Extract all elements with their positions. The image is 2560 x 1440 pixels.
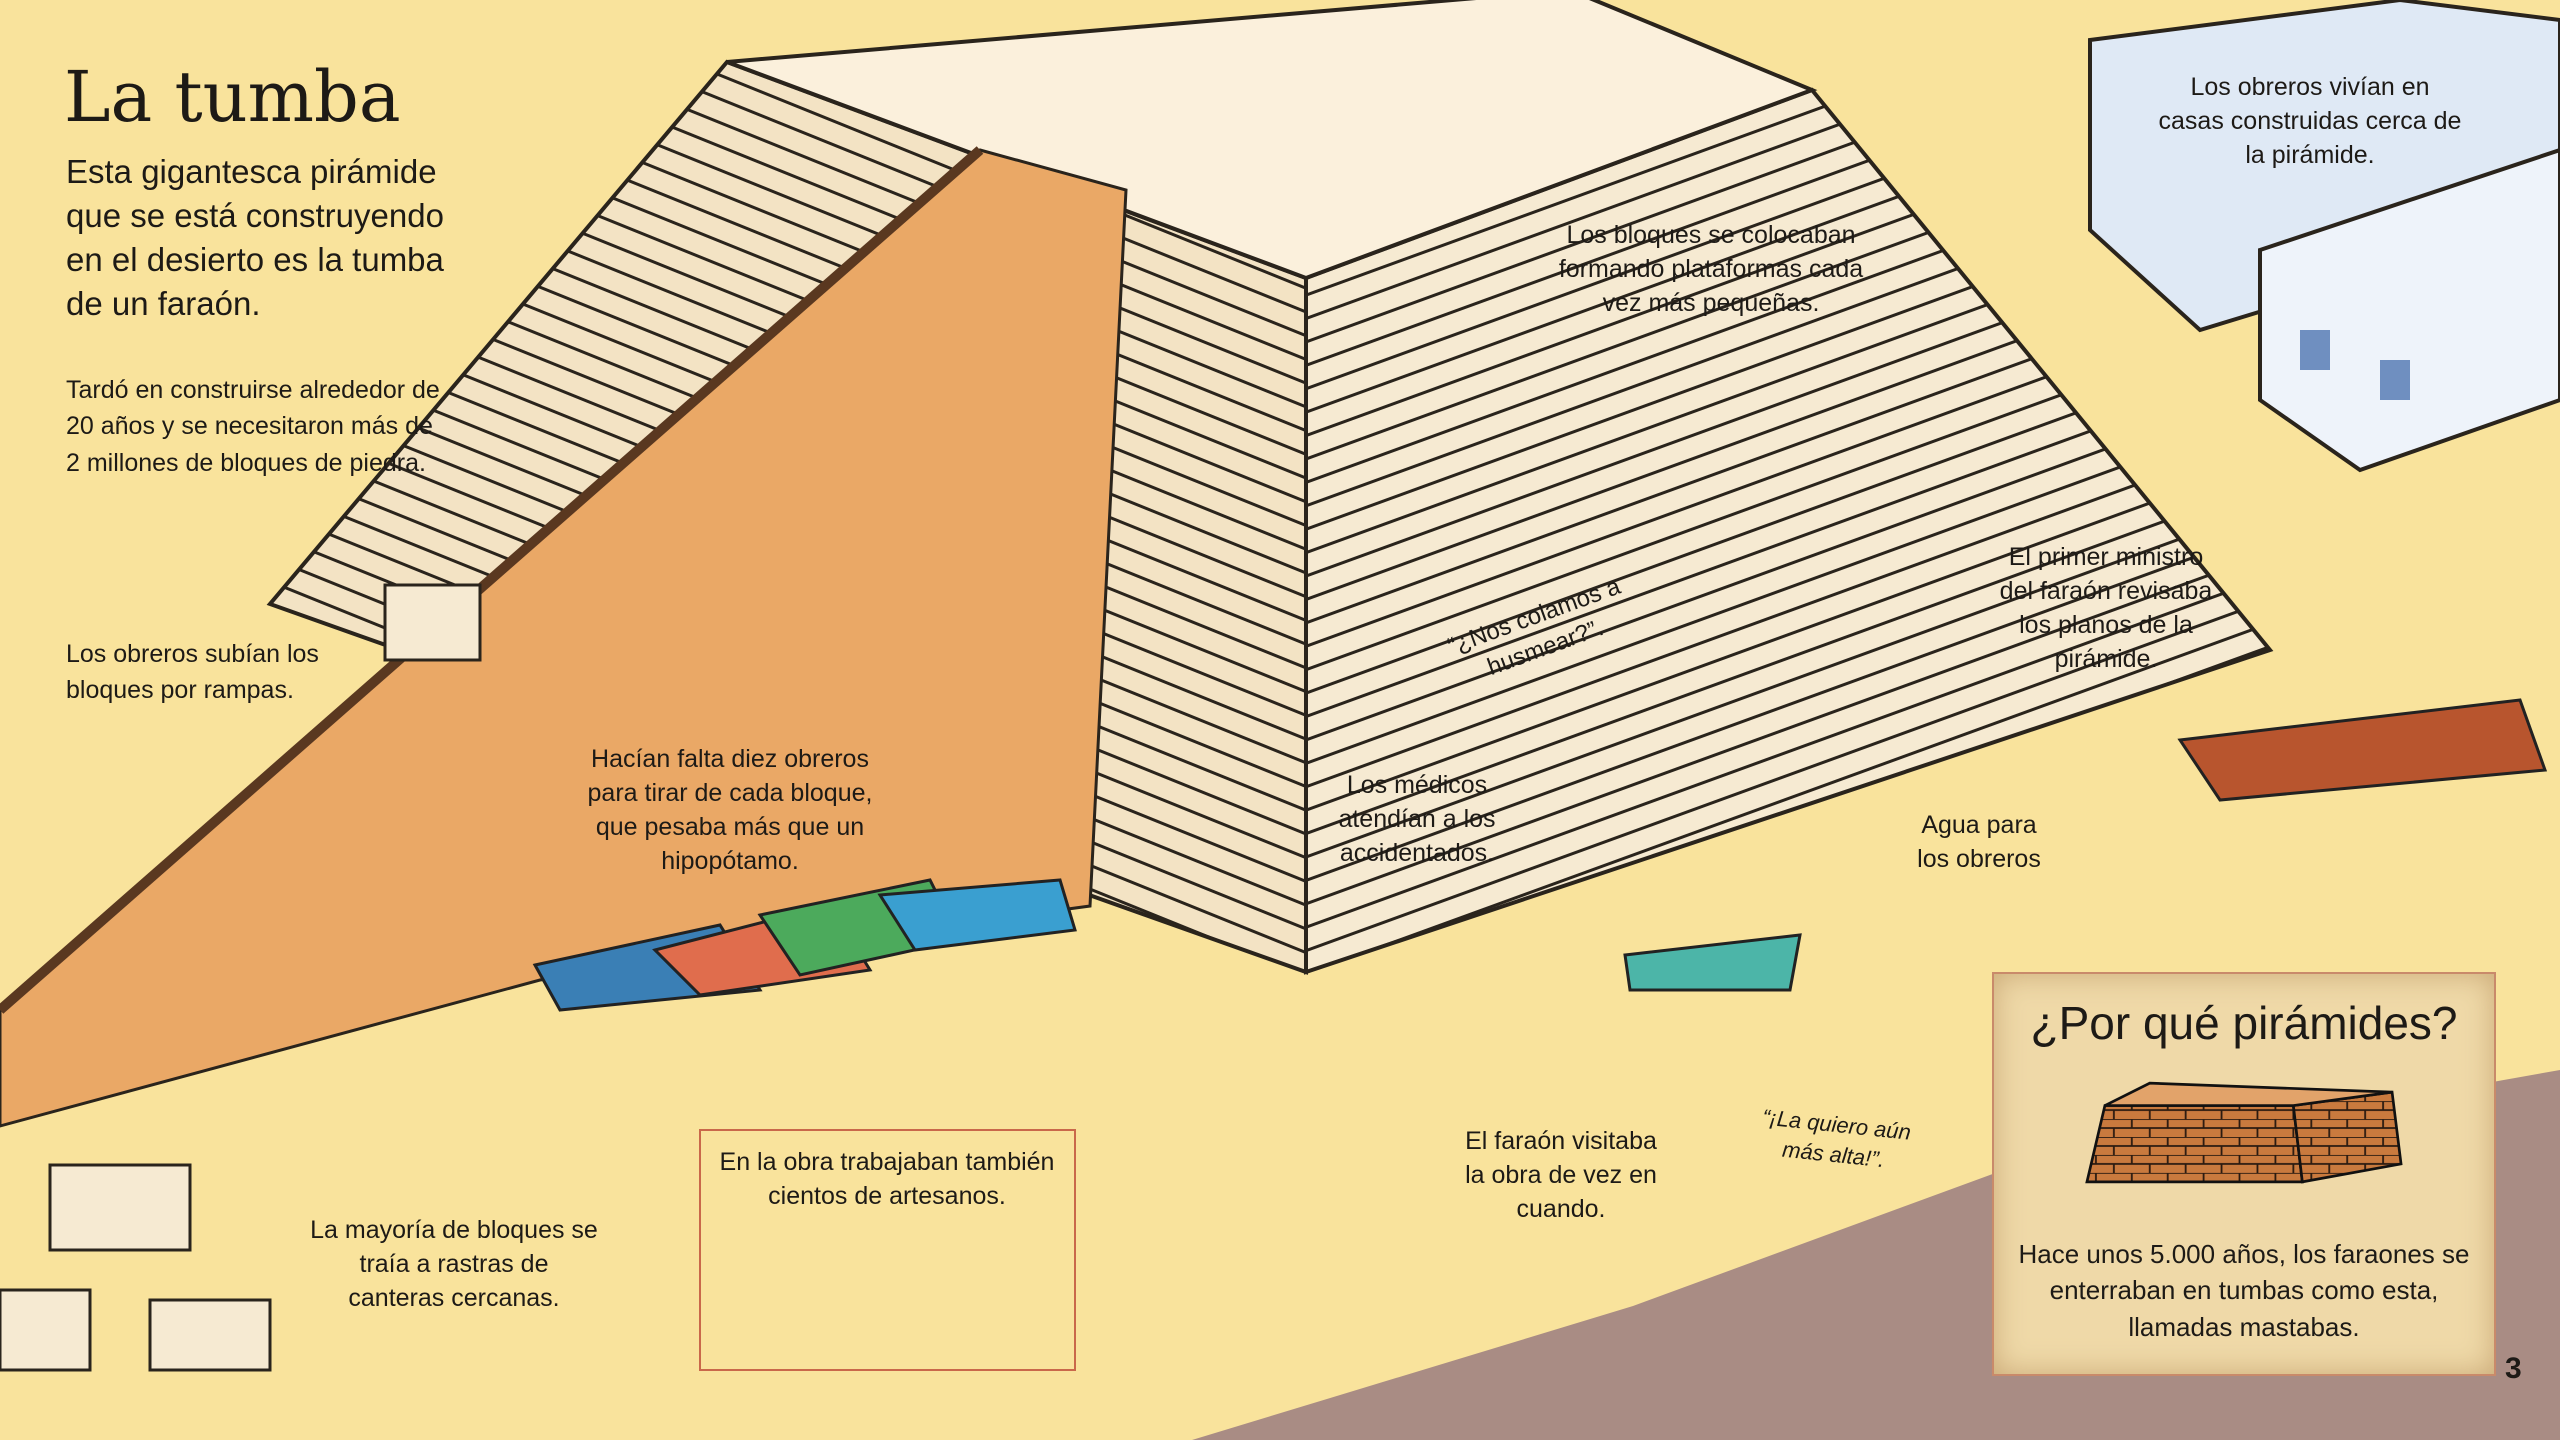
caption-construction-time: Tardó en construirse alrededor de 20 año… — [66, 376, 440, 477]
page-title: La tumba — [64, 56, 401, 138]
page-number: 3 — [2505, 1352, 2522, 1385]
info-box-body: Hace unos 5.000 años, los faraones se en… — [2018, 1239, 2470, 1342]
caption-quarries: La mayoría de bloques se traía a rastras… — [310, 1216, 598, 1312]
mastaba-icon — [2085, 1081, 2403, 1184]
info-box-title: ¿Por qué pirámides? — [2030, 997, 2458, 1049]
info-box-why-pyramids: ¿Por qué pirámides? Hace unos 5.000 años… — [1992, 972, 2496, 1376]
caption-pharaoh-visit: El faraón visitaba la obra de vez en cua… — [1465, 1127, 1657, 1223]
market-tents — [532, 698, 2548, 1012]
mastaba-drawing — [2085, 1081, 2403, 1184]
caption-ten-workers: Hacían falta diez obreros para tirar de … — [587, 745, 873, 875]
stone-block — [383, 583, 482, 662]
caption-ramps: Los obreros subían los bloques por rampa… — [66, 640, 319, 705]
caption-frame — [699, 1129, 1076, 1371]
caption-doctors: Los médicos atendían a los accidentados. — [1338, 771, 1496, 867]
stone-block — [48, 1163, 192, 1252]
caption-water: Agua para los obreros — [1917, 811, 2041, 873]
construction-ramp — [0, 148, 1128, 1128]
caption-platforms: Los bloques se colocaban formando plataf… — [1558, 221, 1864, 317]
caption-houses: Los obreros vivían en casas construidas … — [2158, 73, 2462, 169]
stone-block — [0, 1288, 92, 1372]
caption-minister: El primer ministro del faraón revisaba l… — [1999, 543, 2213, 673]
workers-houses — [2088, 0, 2560, 473]
caption-artisans: En la obra trabajaban también cientos de… — [719, 1148, 1055, 1210]
intro-text: Esta gigantesca pirámide que se está con… — [66, 153, 444, 322]
stone-block — [148, 1298, 272, 1372]
